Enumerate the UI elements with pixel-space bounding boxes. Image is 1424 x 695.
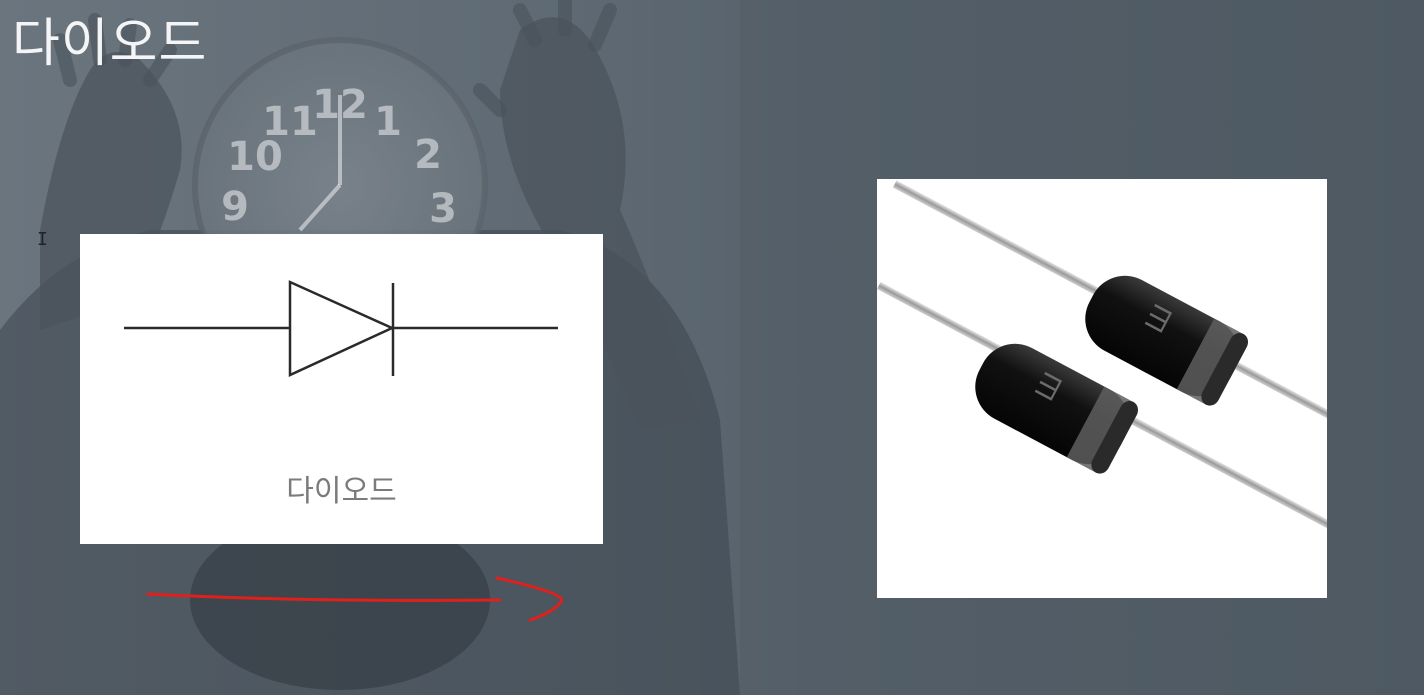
svg-text:11: 11 [262,99,318,145]
diode-photo: Ш Ш [877,180,1327,534]
svg-text:10: 10 [227,134,283,180]
symbol-caption: 다이오드 [286,474,397,509]
diode-photo-card[interactable]: Ш Ш [877,179,1327,598]
svg-text:3: 3 [429,186,457,232]
svg-text:1: 1 [374,99,402,145]
svg-text:9: 9 [221,184,249,230]
diode-symbol-card[interactable]: 다이오드 [80,234,603,544]
diode-symbol-icon [124,280,558,377]
slide-title: 다이오드 [12,14,208,74]
text-cursor-icon: I [37,229,48,250]
svg-text:2: 2 [414,132,442,178]
